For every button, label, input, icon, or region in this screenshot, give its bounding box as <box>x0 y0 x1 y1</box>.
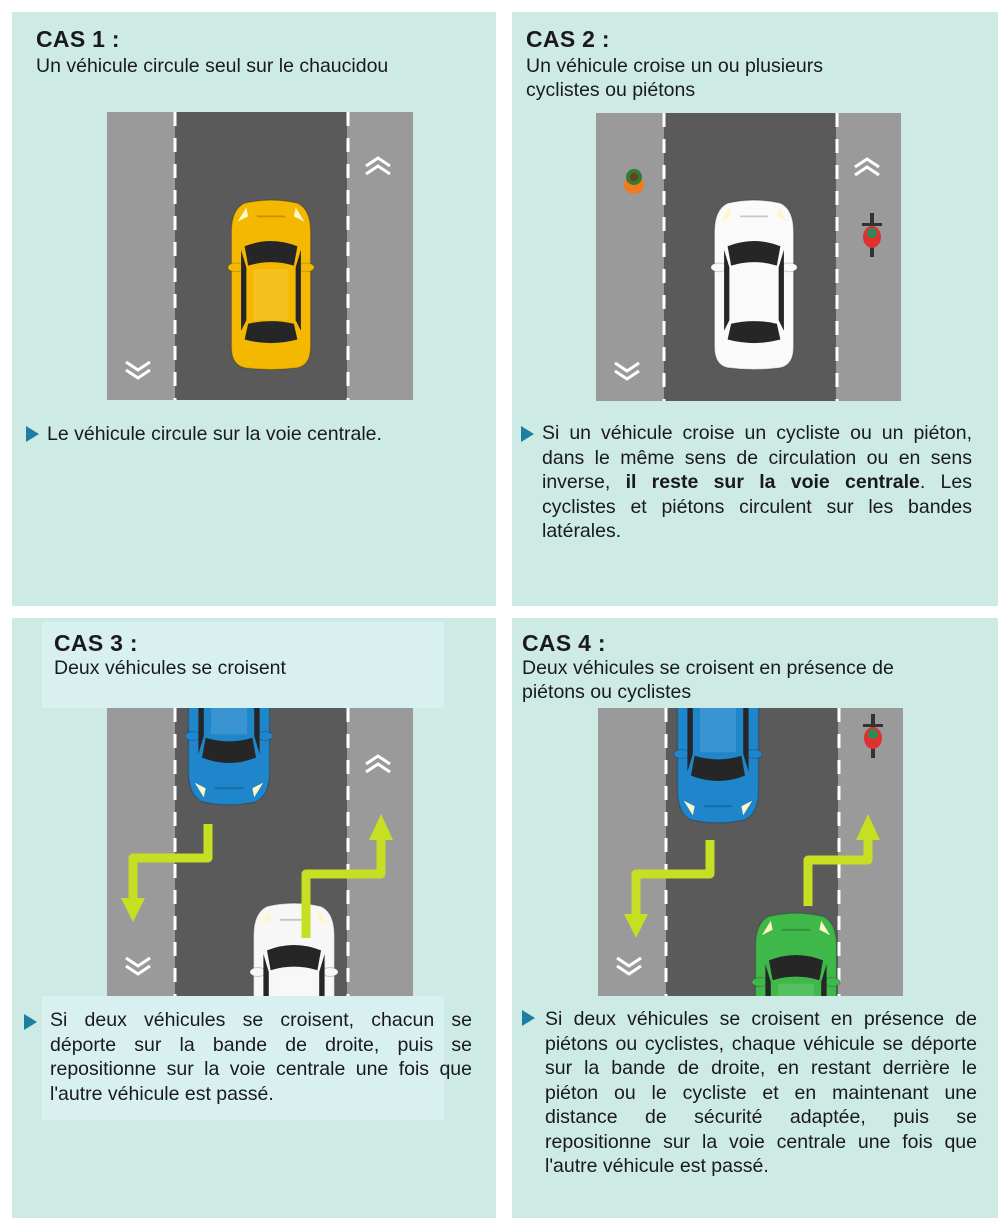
case-3-title-box <box>42 622 444 708</box>
left-shift-arrow <box>128 824 213 904</box>
case-3-subtitle: Deux véhicules se croisent <box>54 657 286 679</box>
case-2-panel: CAS 2 : Un véhicule croise un ou plusieu… <box>512 12 998 606</box>
case-4-title: CAS 4 : <box>522 630 606 656</box>
case-1-subtitle: Un véhicule circule seul sur le chaucido… <box>36 55 389 77</box>
bullet-icon <box>521 426 534 442</box>
left-arrow-head <box>121 898 145 922</box>
bullet-icon <box>24 1014 37 1030</box>
left-arrow-head <box>624 914 648 938</box>
case-2-road-scene <box>596 113 901 401</box>
case-2-description: Si un véhicule croise un cycliste ou un … <box>542 421 972 544</box>
case-1-title: CAS 1 : <box>36 26 120 52</box>
case-3-description: Si deux véhicules se croisent, chacun se… <box>50 1009 472 1105</box>
yellow-car-icon <box>227 199 315 371</box>
case-3-panel: CAS 3 : Deux véhicules se croisent Si de… <box>12 618 496 1218</box>
blue-car-icon <box>673 708 763 824</box>
case-2-description-text-end: . Les cyclistes et piétons circulent sur… <box>542 471 972 542</box>
case-1-road-scene <box>107 112 413 400</box>
white-car-icon <box>248 902 340 996</box>
white-car-icon <box>710 199 798 371</box>
case-2-description-bold: il reste sur la voie centrale <box>625 471 920 493</box>
case-2-subtitle: Un véhicule croise un ou plusieurs cycli… <box>526 55 823 101</box>
case-4-description: Si deux véhicules se croisent en présenc… <box>545 1008 977 1177</box>
case-4-subtitle: Deux véhicules se croisent en présence d… <box>522 657 894 703</box>
case-3-description-box <box>42 996 444 1120</box>
case-2-title: CAS 2 : <box>526 26 610 52</box>
case-4-panel: CAS 4 : Deux véhicules se croisent en pr… <box>512 618 998 1218</box>
case-1-description: Le véhicule circule sur la voie centrale… <box>47 423 382 445</box>
case-3-road-scene <box>107 708 413 996</box>
right-arrow-head <box>369 814 393 840</box>
green-car-icon <box>751 912 841 996</box>
right-shift-arrow <box>803 834 873 906</box>
bullet-icon <box>522 1010 535 1026</box>
blue-car-icon <box>183 708 275 806</box>
right-shift-arrow <box>301 834 386 938</box>
case-2-description-text: Si un véhicule croise un cycliste ou un … <box>542 422 972 493</box>
bullet-icon <box>26 426 39 442</box>
case-3-title: CAS 3 : <box>54 630 138 656</box>
left-shift-arrow <box>631 840 715 920</box>
case-4-road-scene <box>598 708 903 996</box>
right-arrow-head <box>856 814 880 840</box>
case-1-panel: CAS 1 : Un véhicule circule seul sur le … <box>12 12 496 606</box>
